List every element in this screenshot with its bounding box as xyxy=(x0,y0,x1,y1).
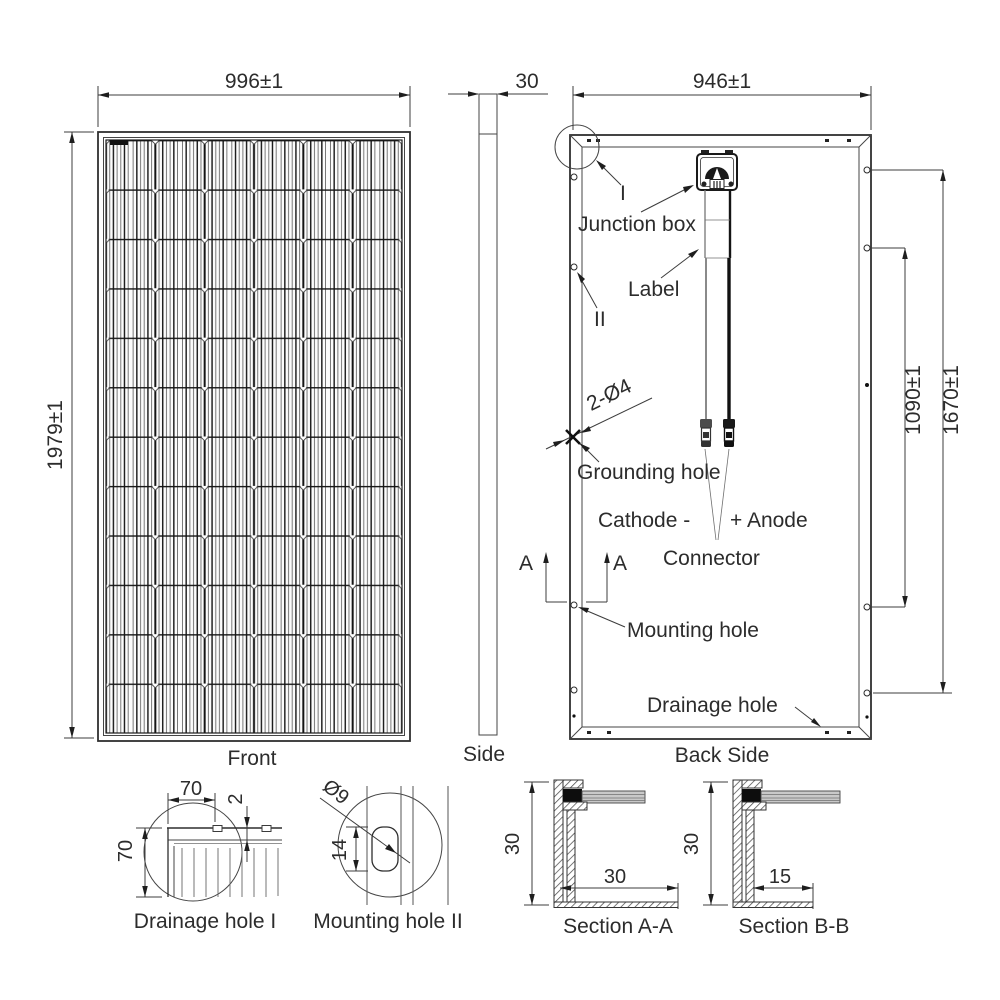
section-marker-right: A xyxy=(613,552,627,575)
detail-drainage: 70 2 70 Drainage hole I xyxy=(115,778,282,933)
side-thickness-dimension: 30 xyxy=(448,70,548,97)
grounding-marker xyxy=(545,397,653,463)
dim-mount-inner: 1090±1 xyxy=(902,365,925,435)
front-corner-mark xyxy=(110,140,128,145)
dim-bb-height: 30 xyxy=(681,833,703,855)
dim-bb-flange: 15 xyxy=(769,866,791,888)
callout-ii-label: II xyxy=(594,308,606,331)
detail-mounting: Ø9 14 Mounting hole II xyxy=(313,775,462,933)
dim-back-width: 946±1 xyxy=(693,70,751,93)
dim-front-width: 996±1 xyxy=(225,70,283,93)
label-label: Label xyxy=(628,278,679,301)
connector-leader-right xyxy=(717,448,730,541)
cathode-label: Cathode - xyxy=(598,509,690,532)
back-frame-inner xyxy=(581,146,860,728)
grounding-hole-right xyxy=(865,383,869,387)
junction-box-label: Junction box xyxy=(578,213,696,236)
label-strip xyxy=(704,190,732,259)
mounting-holes xyxy=(570,166,871,697)
detail-drainage-cells xyxy=(181,848,279,897)
back-caption: Back Side xyxy=(675,744,770,767)
drainage-hole-label: Drainage hole xyxy=(647,694,778,717)
dim-aa-flange: 30 xyxy=(604,866,626,888)
mounting-hole-label: Mounting hole xyxy=(627,619,759,642)
detail-drainage-dims: 70 2 70 xyxy=(115,778,250,898)
connector-label: Connector xyxy=(663,547,760,570)
dim-drainage-width: 70 xyxy=(180,778,202,800)
connector-negative xyxy=(700,419,712,447)
front-frame-outer xyxy=(97,131,411,742)
section-bb-dims: 30 15 xyxy=(681,781,814,909)
section-bb-caption: Section B-B xyxy=(739,915,850,938)
detail-mounting-caption: Mounting hole II xyxy=(313,910,462,933)
section-cut-markers xyxy=(543,552,610,603)
junction-box xyxy=(696,150,738,191)
dim-mount-outer: 1670±1 xyxy=(940,365,963,435)
glass-edge-bb xyxy=(742,789,761,802)
front-height-dimension: 1979±1 xyxy=(44,131,94,739)
section-aa-caption: Section A-A xyxy=(563,915,673,938)
grounding-hole-label: Grounding hole xyxy=(577,461,721,484)
back-width-dimension: 946±1 xyxy=(572,70,872,130)
dim-front-height: 1979±1 xyxy=(44,400,67,470)
glass-edge-aa xyxy=(563,789,582,802)
detail-drainage-circle xyxy=(143,802,243,902)
callout-leaders xyxy=(577,160,821,727)
detail-mounting-circle xyxy=(337,792,443,898)
front-frame-inner xyxy=(103,137,405,736)
dim-side-thickness: 30 xyxy=(515,70,538,93)
front-caption: Front xyxy=(227,747,276,770)
dim-drainage-lip: 2 xyxy=(225,793,247,804)
drain-dot-right xyxy=(865,715,869,719)
front-view: 996±1 1979±1 Front xyxy=(44,70,411,770)
section-marker-left: A xyxy=(519,552,533,575)
detail-drainage-caption: Drainage hole I xyxy=(134,910,276,933)
front-width-dimension: 996±1 xyxy=(97,70,411,127)
dim-aa-height: 30 xyxy=(502,833,524,855)
detail-mounting-dims: 14 xyxy=(329,826,368,872)
mount-spacing-dimensions: 1090±1 1670±1 xyxy=(870,169,963,694)
dim-mounting-diameter: Ø9 xyxy=(318,775,353,809)
laminate-aa xyxy=(581,790,646,804)
side-view: 30 Side xyxy=(448,70,548,766)
back-view: 946±1 1090±1 1670±1 I Junction box Label… xyxy=(519,70,963,767)
side-caption: Side xyxy=(463,743,505,766)
connector-positive xyxy=(723,419,735,447)
detail-mounting-frame-lines xyxy=(366,786,449,905)
callout-i-label: I xyxy=(620,182,626,205)
dim-mounting-slot-length: 14 xyxy=(329,839,351,861)
dim-drainage-height: 70 xyxy=(115,840,137,862)
detail-i-circle xyxy=(554,124,600,170)
laminate-bb xyxy=(760,790,841,804)
section-bb: 30 15 Section B-B xyxy=(681,779,850,938)
front-cell-grid xyxy=(105,139,403,734)
section-aa: 30 30 Section A-A xyxy=(502,779,679,938)
side-profile xyxy=(478,93,498,736)
connector-leader-left xyxy=(704,448,717,541)
drain-dot-left xyxy=(572,714,576,718)
section-aa-dims: 30 30 xyxy=(502,781,679,909)
anode-label: + Anode xyxy=(730,509,808,532)
